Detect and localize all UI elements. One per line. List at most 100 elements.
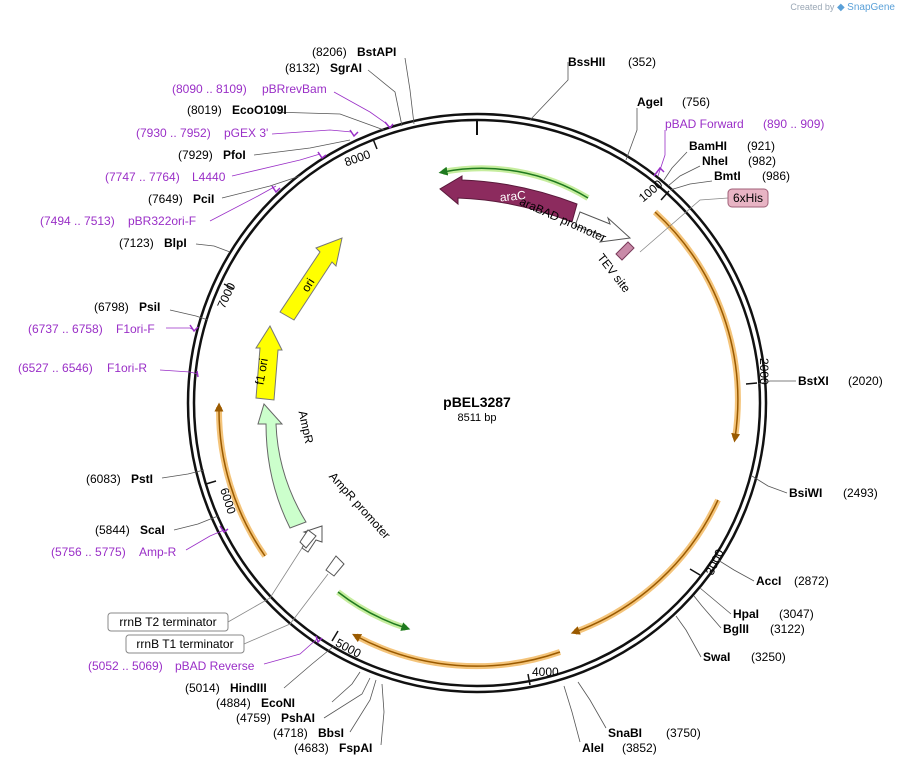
enzyme-name[interactable]: PsiI	[139, 300, 160, 314]
enzyme-name[interactable]: HpaI	[733, 607, 759, 621]
enzyme-name[interactable]: HindIII	[230, 681, 267, 695]
snapgene-logo-icon: ◆	[836, 2, 845, 13]
green-arrow	[438, 166, 589, 199]
enzyme-position: (4683)	[294, 741, 329, 755]
leader-line	[663, 151, 688, 181]
leader-line	[253, 139, 351, 156]
leader-line	[380, 683, 385, 746]
leader-line	[563, 685, 581, 743]
leader-line	[333, 91, 388, 125]
leader-line	[271, 111, 385, 131]
enzyme-name[interactable]: BsiWI	[789, 486, 822, 500]
primer-mark	[384, 121, 394, 130]
enzyme-position: (4718)	[273, 726, 308, 740]
primer-name[interactable]: pBRrevBam	[262, 82, 327, 96]
enzyme-name[interactable]: SgrAI	[330, 61, 362, 75]
primer-name[interactable]: F1ori-R	[107, 361, 147, 375]
rrnb-t2-terminator-box[interactable]	[107, 612, 229, 632]
enzyme-labels-left: (8206) BstAPI (8132) SgrAI (8090 .. 8109…	[18, 45, 415, 755]
enzyme-name[interactable]: EcoO109I	[232, 103, 287, 117]
enzyme-position: (2020)	[848, 374, 883, 388]
primer-mark	[189, 324, 199, 333]
rrnb-t1-terminator-box[interactable]	[125, 634, 245, 654]
enzyme-name[interactable]: BglII	[723, 622, 749, 636]
orf-track	[354, 633, 561, 670]
primer-name[interactable]: pBR322ori-F	[128, 214, 196, 228]
primer-name[interactable]: L4440	[192, 170, 226, 184]
primer-name[interactable]: pBAD Forward	[665, 117, 744, 131]
leader-line	[166, 327, 195, 331]
leader-line	[173, 515, 219, 531]
enzyme-name[interactable]: BstAPI	[357, 45, 396, 59]
primer-position: (8090 .. 8109)	[172, 82, 247, 96]
tick-mark	[205, 480, 217, 485]
leader-line	[667, 165, 701, 187]
enzyme-name[interactable]: BamHI	[689, 139, 727, 153]
leader-line	[221, 175, 301, 199]
enzyme-position: (3122)	[770, 622, 805, 636]
primer-position: (7494 .. 7513)	[40, 214, 115, 228]
leader-line	[331, 671, 361, 703]
tev-site-feature	[615, 241, 635, 261]
ampr-label: AmpR	[296, 409, 317, 445]
enzyme-position: (352)	[628, 55, 656, 69]
leader-line	[529, 62, 569, 121]
enzyme-name[interactable]: PshAI	[281, 711, 315, 725]
enzyme-name[interactable]: AgeI	[637, 95, 663, 109]
f1-ori-label: f1 ori	[252, 357, 270, 386]
tick-mark	[745, 382, 758, 385]
enzyme-name[interactable]: BbsI	[318, 726, 344, 740]
enzyme-position: (5014)	[185, 681, 220, 695]
enzyme-position: (7123)	[119, 236, 154, 250]
enzyme-position: (8132)	[285, 61, 320, 75]
tick-mark	[223, 283, 235, 290]
enzyme-name[interactable]: BmtI	[714, 169, 741, 183]
his-tag-label: 6xHis	[733, 191, 763, 205]
his-tag-badge[interactable]	[727, 188, 769, 208]
leader-line	[693, 595, 722, 629]
leader-line	[263, 637, 319, 665]
leader-line	[577, 681, 607, 729]
primer-mark	[349, 129, 359, 138]
primer-mark	[219, 525, 229, 534]
tick-label: 2000	[757, 358, 771, 385]
primer-mark	[315, 635, 323, 644]
enzyme-name[interactable]: PciI	[193, 192, 214, 206]
enzyme-position: (7929)	[178, 148, 213, 162]
enzyme-name[interactable]: NheI	[702, 154, 728, 168]
enzyme-name[interactable]: EcoNI	[261, 696, 295, 710]
leader-line	[757, 380, 796, 385]
enzyme-name[interactable]: PstI	[131, 472, 153, 486]
primer-position: (5756 .. 5775)	[51, 545, 126, 559]
enzyme-position: (6083)	[86, 472, 121, 486]
rrnb-t1-terminator-label: rrnB T1 terminator	[136, 637, 233, 651]
enzyme-name[interactable]: SnaBI	[608, 726, 642, 740]
enzyme-name[interactable]: BlpI	[164, 236, 187, 250]
enzyme-name[interactable]: BstXI	[798, 374, 829, 388]
enzyme-name[interactable]: BssHII	[568, 55, 605, 69]
enzyme-position: (4759)	[236, 711, 271, 725]
enzyme-name[interactable]: SwaI	[703, 650, 730, 664]
enzyme-name[interactable]: ScaI	[140, 523, 165, 537]
orf-track	[573, 498, 721, 635]
tick-mark	[527, 673, 531, 686]
primer-name[interactable]: pGEX 3'	[224, 126, 268, 140]
enzyme-position: (986)	[762, 169, 790, 183]
leader-line	[161, 469, 205, 479]
enzyme-position: (2493)	[843, 486, 878, 500]
enzyme-name[interactable]: PfoI	[223, 148, 246, 162]
enzyme-name[interactable]: AleI	[582, 741, 604, 755]
enzyme-name[interactable]: FspAI	[339, 741, 372, 755]
snapgene-credit: Created by ◆ SnapGene	[790, 2, 895, 13]
primer-position: (6527 .. 6546)	[18, 361, 93, 375]
ampr-feature	[257, 403, 307, 529]
primer-name[interactable]: pBAD Reverse	[175, 659, 255, 673]
enzyme-name[interactable]: AccI	[756, 574, 781, 588]
primer-mark	[317, 151, 327, 160]
primer-name[interactable]: Amp-R	[139, 545, 177, 559]
rrnb-t2-terminator-feature	[299, 529, 317, 549]
ampr-promoter-label: AmpR promoter	[326, 469, 393, 541]
tick-label: 3000	[703, 547, 727, 577]
primer-name[interactable]: F1ori-F	[116, 322, 155, 336]
